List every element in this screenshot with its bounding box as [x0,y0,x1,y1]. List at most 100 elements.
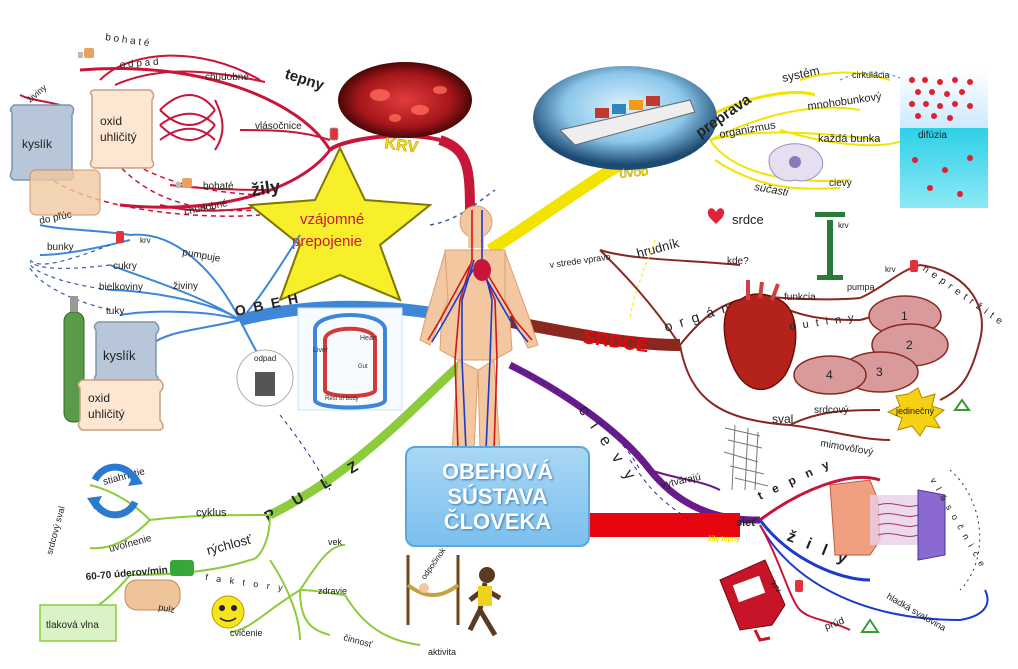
chudobne1-label: chudobné [205,72,249,83]
circulation-loop-red [323,326,377,398]
smiley-eye-left [219,605,225,611]
dutiny-label: d u t i n y [789,312,857,333]
oxid-label-2a: oxid [88,391,110,405]
blood-bag-icon-4 [795,580,803,592]
chamber-1-label: 1 [901,309,908,323]
oxid-box-2 [77,379,164,431]
chudobne2-label: chudobné [183,198,229,218]
smiley-mouth [219,617,237,622]
smiley-icon [211,595,245,629]
zily-right-line [758,519,871,582]
zily-left-label: žily [250,176,282,200]
branch-krv [438,135,475,221]
zily-line [119,149,332,209]
sucasti-label: súčasti [753,181,789,199]
aktivita-label: aktivita [428,647,456,657]
star-text-1: vzájomné [300,211,364,228]
cirkulacia-arrow [839,71,901,81]
ziviny-line [19,94,61,106]
circulation-loop-blue [313,313,387,410]
bielkoviny-label: bielkoviny [99,282,143,293]
cyklus-label: cyklus [196,507,227,519]
rest-tag: Rest of body [325,396,359,402]
blood-bag-icon [329,127,339,141]
dashed-blue-links-left [29,244,111,311]
cycle-arrows-icon [87,463,143,519]
difuzia-dots [909,77,973,197]
tlakova-label: tlaková vlna [46,620,99,631]
odpad-label: o d p a d [119,57,159,71]
odpocinok-label: odpočinok [419,545,448,581]
chamber-4-label: 4 [826,368,833,382]
tlakova-box [39,604,117,642]
odpad-line [114,70,266,86]
krv-branch-label: KRV [383,135,419,157]
tepny-right-line [759,475,881,522]
uvod-label: ÚVOD [619,165,649,181]
heart-image [723,293,797,391]
branch-preprava-line [699,91,816,122]
tank-valve [70,296,78,312]
hrudnik-label: hrudník [635,235,681,261]
heart-icon-small [707,208,725,224]
lungs-picture [29,169,101,216]
vlasocnice-line [239,129,331,141]
star-text-2: prepojenie [292,233,362,250]
chamber-3-label: 3 [876,365,883,379]
bohate2-label: bohaté [203,181,234,192]
heart-tag: Heart [360,335,377,342]
kyslik-label-2: kyslík [103,348,136,363]
blood-cells [370,86,447,122]
mnohobunkovy-label: mnohobunkový [807,91,883,113]
branch-krv-line [328,133,441,152]
rychlost-label: rýchlosť [205,531,253,557]
jedinecny-label: jedinečný [895,406,935,416]
krv-small-label: krv [140,236,151,245]
ziby-tag: žily tepny [708,536,740,543]
ziviny2-label: živiny [173,281,198,292]
blood-bag-icon-3 [910,260,918,272]
system-label: systém [781,63,821,85]
pulz-branch-label: P U L Z [262,454,369,526]
red-arrow-bar [590,513,740,537]
liver-tag: Liver [313,347,329,354]
kde-label: kde? [727,256,749,267]
siet-label: sieť [736,517,757,529]
srdce-small-label: srdce [732,212,764,227]
hammock-image [406,555,460,625]
ship-containers [595,96,660,118]
bohate-label: b o h a t é [105,32,151,49]
muscle-fiber-image [723,424,769,491]
pump-icon [815,212,845,280]
sval-label: sval [772,412,793,426]
srdce-branch-label: SRDCE [581,327,650,357]
blood-bag-icon-2 [116,231,124,243]
prud-line [759,524,851,631]
oxid-label-2b: uhličitý [88,407,125,421]
bohate-line [99,54,261,81]
hladka-label: hladká svalovina [885,591,948,633]
recycle-icon-2 [860,618,880,633]
trash-can-body [255,372,275,396]
cvicenie-label: cvičenie [230,628,263,638]
star-shape [247,145,433,302]
v-strede-label: v strede vpravo [549,252,611,270]
cirkulacia-label: cirkulácia [852,70,890,80]
vessel-image [829,479,946,561]
cinnost-label: činnosť [342,632,374,649]
blood-bag-image [719,559,786,642]
krv-right-label: krv [885,265,896,274]
yellow-lines [709,71,906,190]
cievy-yellow-label: cievy [829,178,852,189]
srdcovy-label: srdcový [814,405,848,416]
difuzia-label: difúzia [918,130,947,141]
hand-pulse-image [124,560,194,611]
vek-label: vek [328,537,343,547]
thumbs-up-icon [78,48,94,58]
organ-label: o r g á n [662,298,733,335]
oxid-label-1b: uhličitý [100,130,137,144]
pumpa-label: pumpa [847,282,875,292]
cukry-label: cukry [113,261,137,272]
tepny-left-label: tepny [283,66,327,95]
center-title-box: OBEHOVÁ SÚSTAVA ČLOVEKA [405,446,590,547]
